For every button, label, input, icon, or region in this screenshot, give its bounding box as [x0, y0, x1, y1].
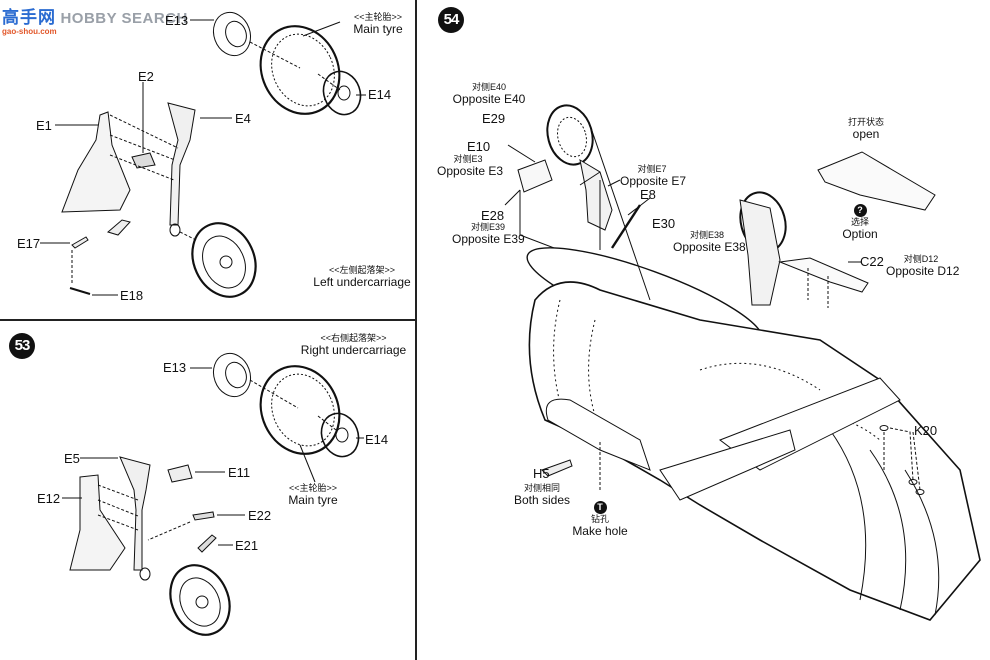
wheel-e14-hub	[338, 86, 350, 100]
callout-open-state: 打开状态 open	[848, 117, 884, 141]
option-en: Option	[842, 227, 878, 241]
part-label-e4: E4	[235, 111, 251, 126]
callout-opposite-d12: 对侧D12 Opposite D12	[886, 254, 960, 278]
part-label-e13-53: E13	[163, 360, 187, 375]
opposite-e38-en: Opposite E38	[673, 240, 746, 254]
opposite-e40-cn: 对侧E40	[471, 82, 506, 92]
right-undercarriage-caption: <<右侧起落架>> Right undercarriage	[296, 333, 411, 357]
panel-divider-horizontal	[0, 319, 416, 321]
callout-both-sides: 对侧相同 Both sides	[512, 483, 572, 507]
opposite-d12-cn: 对侧D12	[903, 254, 939, 264]
callout-opposite-e3: 对侧E3 Opposite E3	[437, 154, 504, 178]
part-label-e22: E22	[248, 508, 272, 523]
right-undercarriage-cn: <<右侧起落架>>	[320, 333, 387, 343]
hub-e13-inner	[222, 18, 250, 49]
part-label-e17: E17	[17, 236, 41, 251]
left-undercarriage-caption: <<左侧起落架>> Left undercarriage	[312, 265, 412, 289]
drill-hole-icon: T	[593, 501, 607, 514]
part-label-e18: E18	[120, 288, 144, 303]
callout-make-hole: T 钻孔 Make hole	[570, 500, 630, 538]
step-54-badge: 54	[438, 7, 464, 33]
main-tyre-shape	[247, 13, 354, 127]
right-undercarriage-en: Right undercarriage	[300, 343, 407, 357]
part-label-e14: E14	[368, 87, 392, 102]
hub-e13-shape	[208, 7, 257, 61]
opposite-e3-cn: 对侧E3	[453, 154, 483, 164]
make-hole-en: Make hole	[572, 524, 628, 538]
watermark-brand: HOBBY SEARCH	[60, 10, 188, 27]
part-label-e2: E2	[138, 69, 154, 84]
option-question-icon: ?	[853, 204, 867, 217]
part-label-e1: E1	[36, 118, 52, 133]
opposite-d12-en: Opposite D12	[886, 264, 960, 278]
main-tyre-en: Main tyre	[353, 22, 403, 36]
part-label-e12: E12	[37, 491, 61, 506]
part-label-e30: E30	[652, 216, 676, 231]
part-label-c22: C22	[860, 254, 884, 269]
part-label-e28: E28	[481, 208, 505, 223]
watermark: 高手网 HOBBY SEARCH gao-shou.com	[2, 3, 188, 36]
part-label-e14-53: E14	[365, 432, 389, 447]
part-label-e10: E10	[467, 139, 491, 154]
step54-drawing	[505, 100, 980, 620]
both-sides-cn: 对侧相同	[523, 483, 560, 493]
callout-opposite-e39: 对侧E39 Opposite E39	[452, 222, 525, 246]
callout-opposite-e40: 对侧E40 Opposite E40	[444, 82, 534, 106]
panel-divider-vertical	[415, 0, 417, 660]
part-label-e13: E13	[165, 13, 189, 28]
opposite-e39-cn: 对侧E39	[470, 222, 505, 232]
main-tyre-cn: <<主轮胎>>	[353, 12, 403, 22]
watermark-site: gao-shou.com	[2, 27, 57, 36]
part-label-k20: K20	[914, 423, 938, 438]
callout-option: ? 选择 Option	[838, 203, 882, 241]
make-hole-cn: 钻孔	[590, 514, 609, 524]
wheel-e14-shape	[318, 66, 367, 120]
main-tyre-callout-53: <<主轮胎>> Main tyre	[283, 483, 343, 507]
part-label-e8: E8	[640, 187, 656, 202]
both-sides-en: Both sides	[513, 493, 571, 507]
open-state-cn: 打开状态	[848, 117, 885, 127]
main-tyre-en-53: Main tyre	[288, 493, 338, 507]
opposite-e39-en: Opposite E39	[452, 232, 525, 246]
part-label-e11: E11	[228, 465, 251, 480]
opposite-e7-en: Opposite E7	[620, 174, 687, 188]
part-label-e5: E5	[64, 451, 80, 466]
opposite-e38-cn: 对侧E38	[689, 230, 724, 240]
opposite-e3-en: Opposite E3	[437, 164, 504, 178]
opposite-e40-en: Opposite E40	[452, 92, 526, 106]
main-tyre-cn-53: <<主轮胎>>	[288, 483, 338, 493]
callout-opposite-e7: 对侧E7 Opposite E7	[620, 164, 687, 188]
step-53-badge: 53	[9, 333, 35, 359]
part-label-h5: H5	[533, 466, 550, 481]
left-undercarriage-cn: <<左侧起落架>>	[328, 265, 396, 275]
part-label-e29: E29	[482, 111, 506, 126]
opposite-e7-cn: 对侧E7	[637, 164, 667, 174]
left-undercarriage-en: Left undercarriage	[313, 275, 411, 289]
callout-opposite-e38: 对侧E38 Opposite E38	[673, 230, 746, 254]
main-tyre-tread	[260, 24, 346, 116]
watermark-logo: 高手网	[2, 8, 56, 27]
option-cn: 选择	[850, 217, 869, 227]
open-state-en: open	[852, 127, 880, 141]
step52-drawing	[40, 7, 366, 307]
part-label-e21: E21	[235, 538, 259, 553]
step53-drawing	[62, 348, 364, 644]
main-tyre-callout: <<主轮胎>> Main tyre	[338, 12, 418, 36]
